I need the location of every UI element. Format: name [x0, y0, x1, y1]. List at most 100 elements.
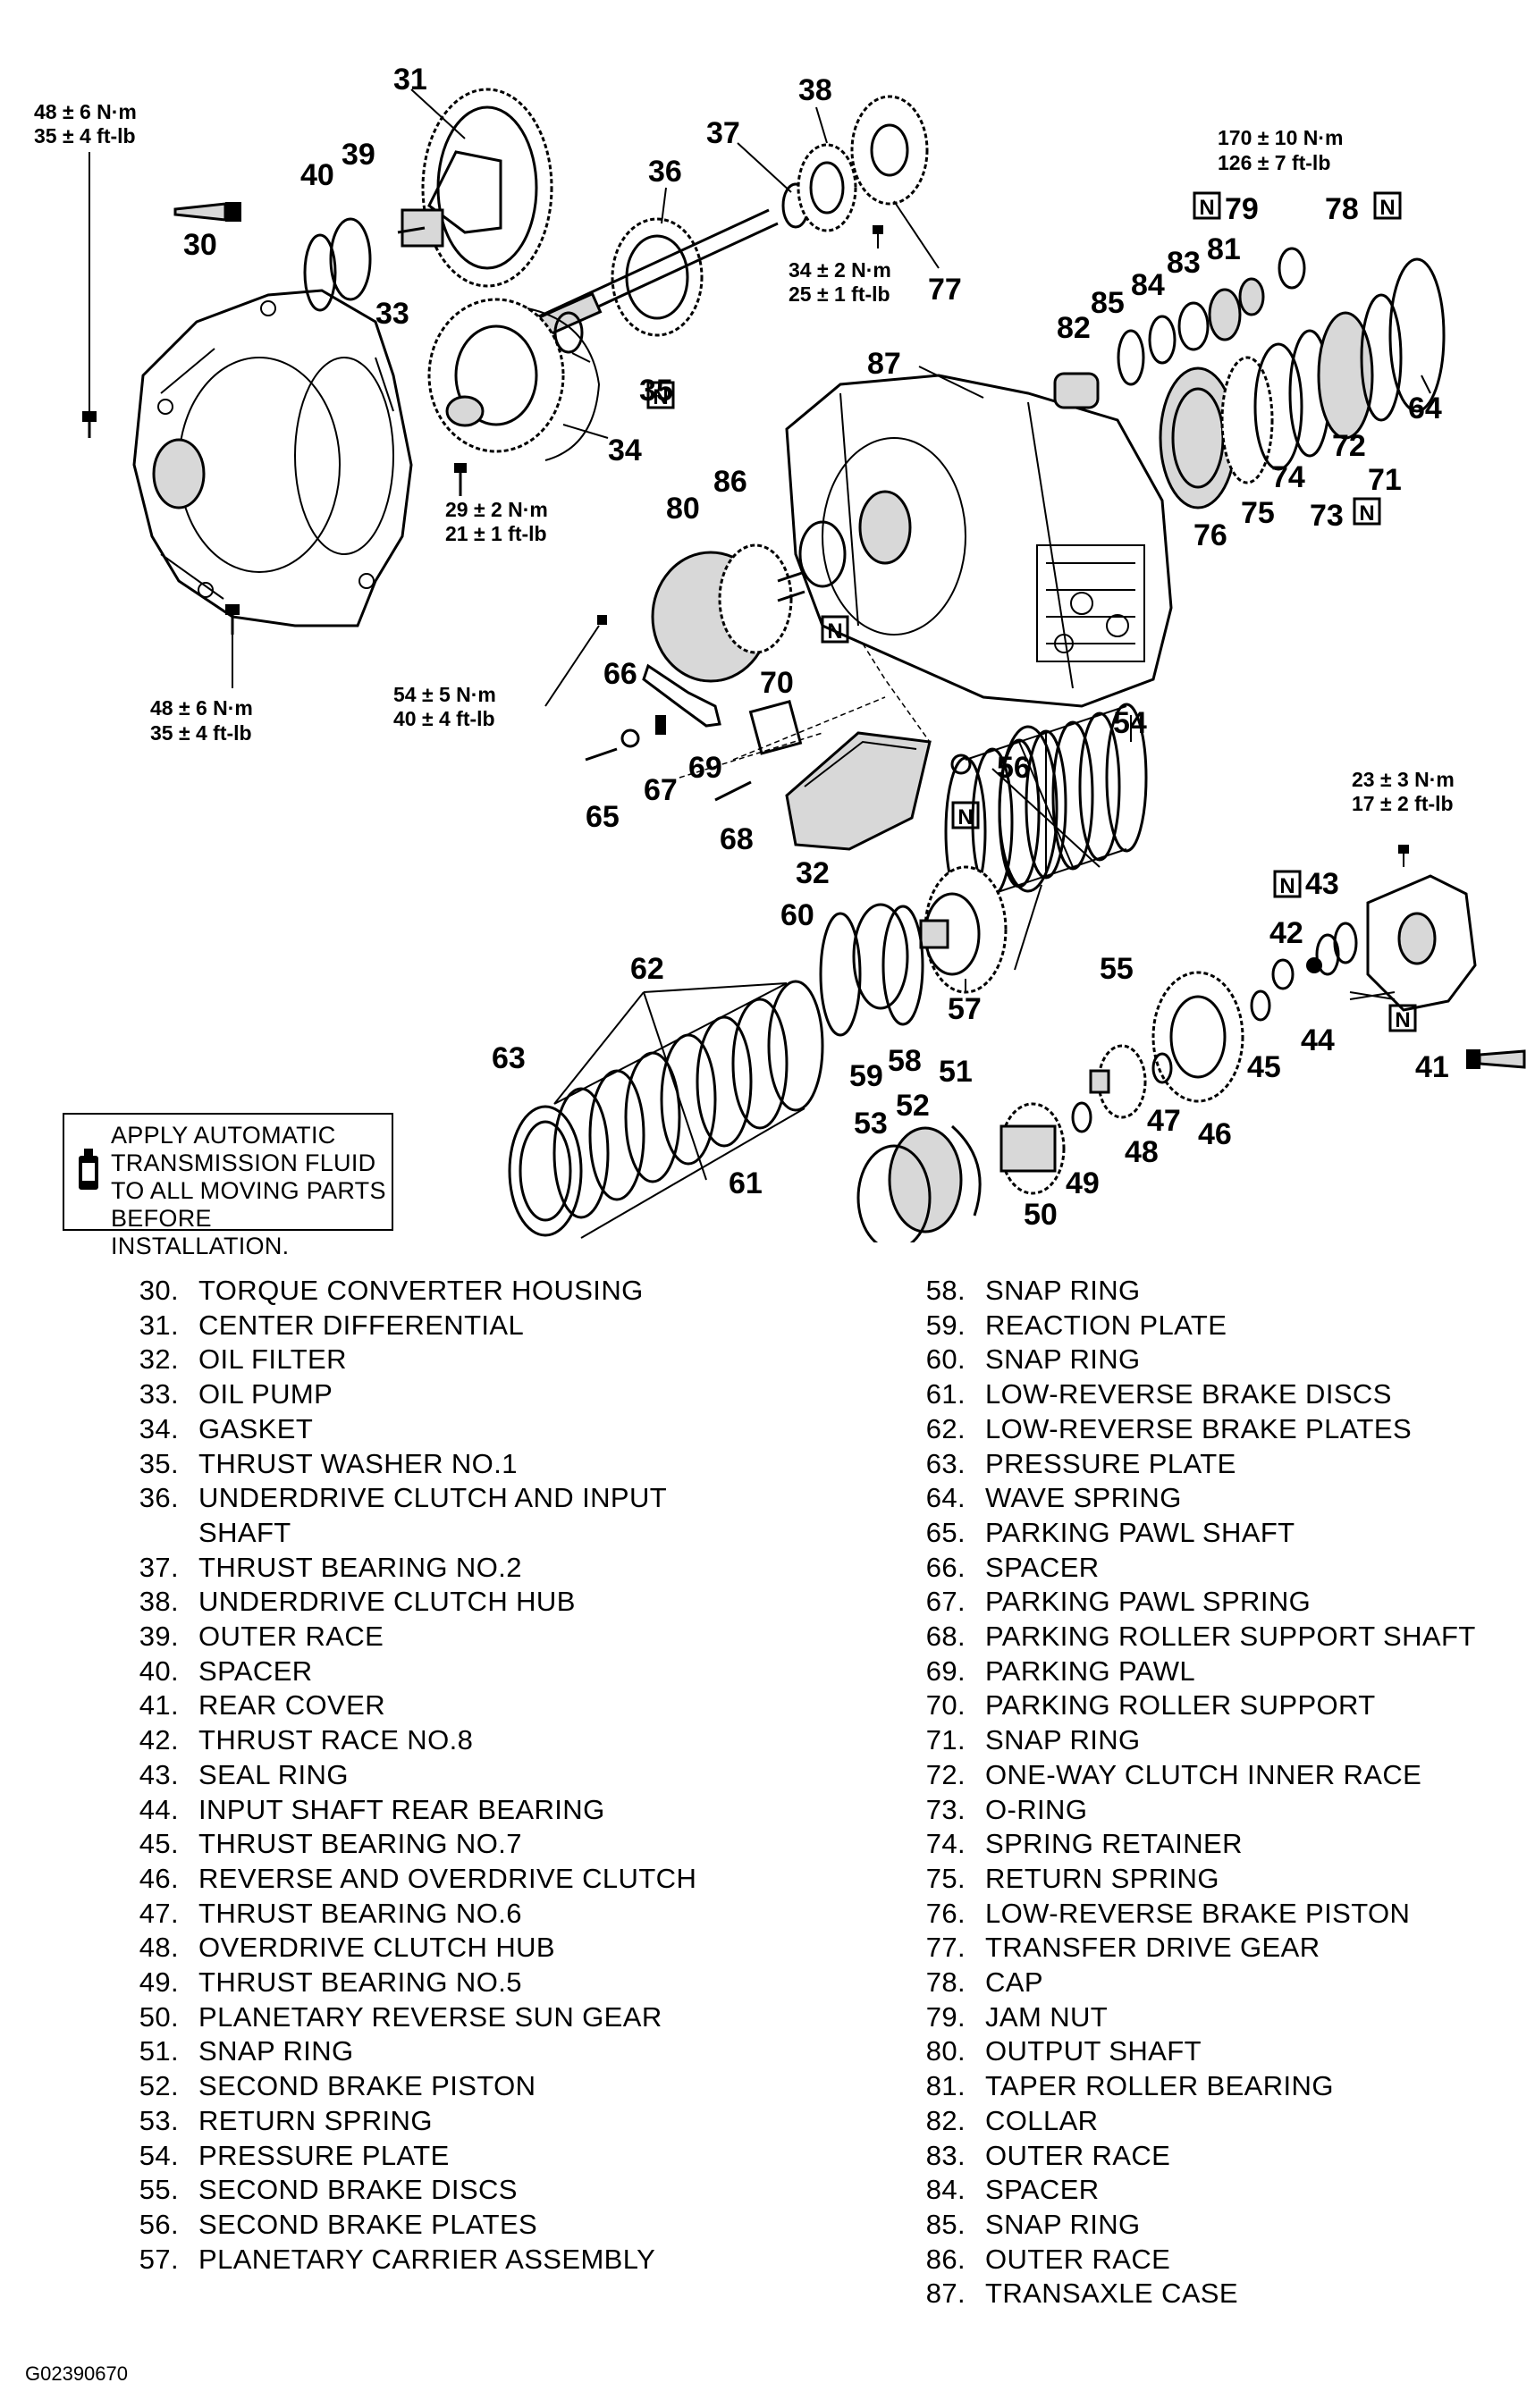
legend-part-name: THRUST RACE NO.8	[198, 1724, 474, 1756]
legend-item: 77.TRANSFER DRIVE GEAR	[894, 1931, 1529, 1966]
svg-text:N: N	[1359, 501, 1374, 526]
legend-part-name: GASKET	[198, 1412, 314, 1444]
callout-33: 33	[375, 297, 409, 331]
oil-filter	[785, 731, 932, 851]
callout-36: 36	[648, 155, 682, 189]
legend-part-name: O-RING	[985, 1793, 1088, 1825]
legend-part-name: SECOND BRAKE PISTON	[198, 2070, 536, 2102]
assembly-guide-line	[679, 696, 886, 779]
return-spring	[1220, 356, 1274, 484]
legend-part-name: SNAP RING	[985, 1275, 1141, 1306]
callout-47: 47	[1147, 1104, 1181, 1138]
legend-part-name: PLANETARY REVERSE SUN GEAR	[198, 2000, 662, 2033]
legend-item: 42.THRUST RACE NO.8	[107, 1723, 769, 1758]
legend-part-name: SNAP RING	[198, 2035, 354, 2067]
legend-part-name: SNAP RING	[985, 2208, 1141, 2240]
legend-item: 33.OIL PUMP	[107, 1377, 769, 1412]
low-reverse-brake-pack	[508, 980, 824, 1239]
legend-part-name: REAR COVER	[198, 1689, 385, 1722]
legend-part-name: SHAFT	[198, 1516, 291, 1548]
legend-part-name: WAVE SPRING	[985, 1482, 1182, 1514]
snap-ring	[1360, 293, 1403, 422]
legend-number: 80.	[925, 2035, 966, 2067]
torque-spec-line: 54 ± 5 N·m	[393, 683, 496, 706]
legend-item: 39.OUTER RACE	[107, 1620, 769, 1654]
legend-item: 84.SPACER	[894, 2173, 1529, 2208]
torque-spec-line: 35 ± 4 ft-lb	[150, 721, 252, 745]
legend-item: 44.INPUT SHAFT REAR BEARING	[107, 1793, 769, 1828]
legend-part-name: OUTER RACE	[985, 2243, 1171, 2275]
callout-31: 31	[393, 63, 427, 97]
torque-spec-line: 126 ± 7 ft-lb	[1218, 151, 1330, 174]
bolt-icon	[873, 225, 883, 248]
callout-64: 64	[1408, 392, 1442, 425]
legend-item: 57.PLANETARY CARRIER ASSEMBLY	[107, 2243, 769, 2277]
callout-74: 74	[1271, 460, 1305, 494]
legend-number: 52.	[139, 2070, 179, 2102]
figure-id: G02390670	[25, 2362, 128, 2385]
svg-text:N: N	[957, 805, 973, 829]
spacer-ring	[620, 728, 640, 748]
thrust-washer	[553, 311, 584, 354]
svg-text:N: N	[653, 385, 668, 409]
legend-item: 76.LOW-REVERSE BRAKE PISTON	[894, 1897, 1529, 1932]
wave-spring	[1388, 257, 1446, 413]
snap-ring	[951, 1124, 982, 1217]
legend-part-name: SEAL RING	[198, 1758, 349, 1790]
n-badge: N	[951, 801, 980, 829]
legend-part-name: TAPER ROLLER BEARING	[985, 2070, 1334, 2102]
bolt-icon	[1398, 845, 1409, 867]
callout-labels: 31 38 37 40 39 36 30 33 35 34 77 79 78 8…	[183, 63, 1449, 1232]
legend-item: 81.TAPER ROLLER BEARING	[894, 2069, 1529, 2104]
bolt-icon	[454, 463, 467, 496]
callout-72: 72	[1332, 429, 1366, 463]
callout-83: 83	[1167, 246, 1201, 280]
legend-number: 41.	[139, 1689, 179, 1722]
legend-number: 78.	[925, 1966, 966, 1999]
torque-spec-line: 25 ± 1 ft-lb	[789, 282, 890, 306]
legend-part-name: SPACER	[985, 2174, 1100, 2206]
thrust-bearing	[1071, 1101, 1092, 1133]
legend-number: 85.	[925, 2208, 966, 2240]
legend-item: 51.SNAP RING	[107, 2034, 769, 2069]
legend-number: 82.	[925, 2104, 966, 2136]
legend-number: 31.	[139, 1309, 179, 1341]
outer-race-ring	[329, 217, 372, 301]
legend-number: 50.	[139, 2000, 179, 2033]
callout-42: 42	[1269, 916, 1303, 950]
legend-number: 73.	[925, 1793, 966, 1825]
legend-part-name: OUTER RACE	[198, 1621, 384, 1653]
legend-part-name: PARKING PAWL SPRING	[985, 1586, 1311, 1618]
callout-45: 45	[1247, 1050, 1281, 1084]
legend-number: 30.	[139, 1275, 179, 1306]
legend-part-name: SPACER	[985, 1551, 1100, 1583]
legend-item: 41. REAR COVER	[107, 1688, 769, 1723]
legend-number: 32.	[139, 1343, 179, 1376]
callout-56: 56	[997, 751, 1031, 785]
legend-number: 68.	[925, 1621, 966, 1653]
legend-item: 70.PARKING ROLLER SUPPORT	[894, 1688, 1529, 1723]
legend-part-name: THRUST WASHER NO.1	[198, 1447, 518, 1479]
assembly-guide-line	[1349, 991, 1396, 1000]
jam-nut	[1238, 277, 1265, 316]
thrust-bearing	[1250, 989, 1271, 1022]
callout-50: 50	[1024, 1198, 1058, 1232]
legend-item: 61.LOW-REVERSE BRAKE DISCS	[894, 1377, 1529, 1412]
legend-part-name: LOW-REVERSE BRAKE DISCS	[985, 1378, 1392, 1410]
snap-ring	[819, 912, 862, 1037]
legend-item: 65.PARKING PAWL SHAFT	[894, 1516, 1529, 1551]
sealant-tube-icon	[1466, 1049, 1526, 1069]
snap-ring	[1117, 329, 1145, 386]
legend-item: 45.THRUST BEARING NO.7	[107, 1827, 769, 1862]
legend-part-name: OUTPUT SHAFT	[985, 2035, 1202, 2067]
callout-84: 84	[1131, 268, 1165, 302]
legend-number: 71.	[925, 1724, 966, 1756]
legend-item: 83.OUTER RACE	[894, 2139, 1529, 2174]
callout-49: 49	[1066, 1166, 1100, 1200]
legend-number: 72.	[925, 1758, 966, 1790]
seal-ring	[1333, 922, 1358, 964]
legend-item: 72.ONE-WAY CLUTCH INNER RACE	[894, 1758, 1529, 1793]
legend-number: 47.	[139, 1897, 179, 1929]
legend-item: 52. SECOND BRAKE PISTON	[107, 2069, 769, 2104]
